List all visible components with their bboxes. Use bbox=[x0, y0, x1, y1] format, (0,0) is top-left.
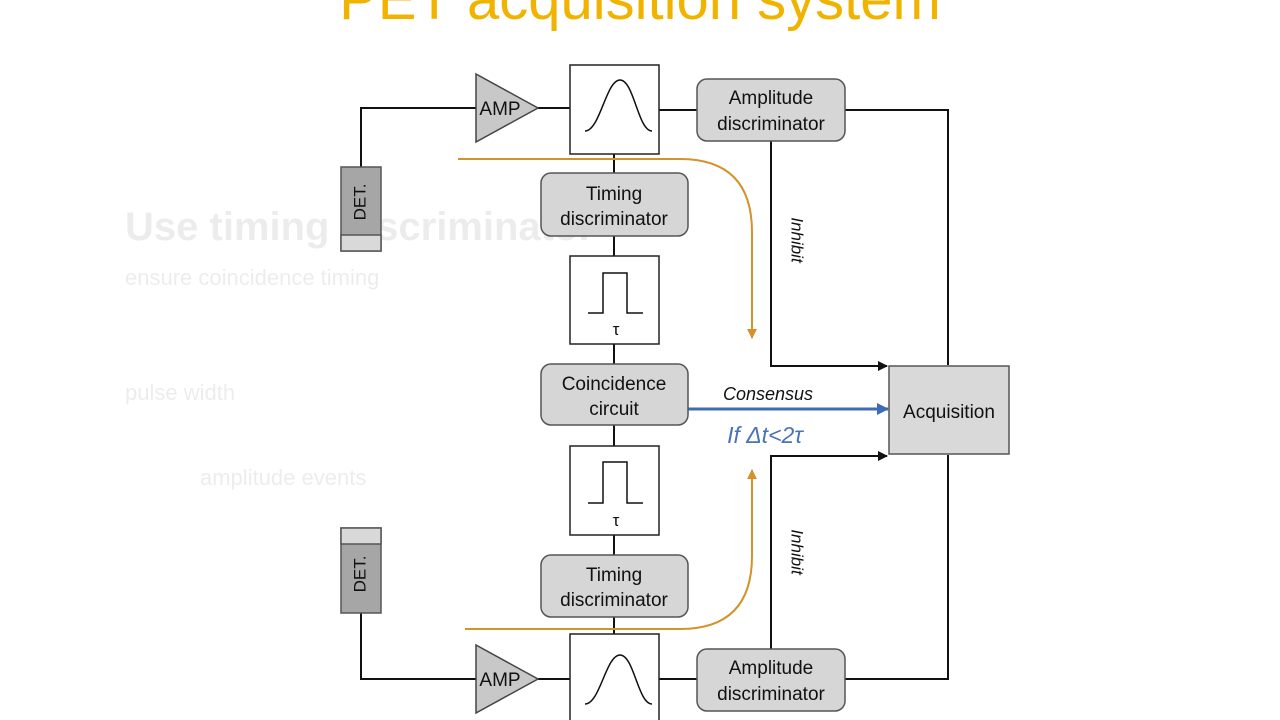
tau-label-top: τ bbox=[613, 320, 620, 339]
coincidence-circuit: Coincidence circuit bbox=[540, 363, 689, 426]
pulse-shaper-top bbox=[569, 64, 660, 155]
timing-discriminator-top-line2: discriminator bbox=[560, 209, 668, 230]
amplitude-discriminator-top: Amplitude discriminator bbox=[696, 78, 846, 142]
timing-discriminator-top-line1: Timing bbox=[586, 184, 642, 205]
ghost-line3: amplitude events bbox=[200, 465, 366, 490]
wire-amp-disc-bus-top bbox=[845, 109, 949, 365]
amplitude-discriminator-top-line1: Amplitude bbox=[729, 88, 814, 109]
tau-label-bottom: τ bbox=[613, 511, 620, 530]
amplitude-discriminator-bottom-line1: Amplitude bbox=[729, 658, 814, 679]
condition-label: If Δt<2τ bbox=[727, 422, 804, 448]
gate-generator-top: τ bbox=[569, 255, 660, 345]
wire-det-bottom-amp bbox=[360, 613, 476, 680]
signal-path-top bbox=[458, 158, 757, 339]
detector-bottom: DET. bbox=[340, 527, 382, 614]
amplifier-bottom: AMP bbox=[475, 643, 540, 715]
inhibit-arrow-top bbox=[770, 141, 888, 371]
inhibit-label-top: Inhibit bbox=[788, 217, 807, 264]
coincidence-circuit-line2: circuit bbox=[589, 399, 639, 420]
timing-discriminator-top: Timing discriminator bbox=[540, 172, 689, 237]
timing-discriminator-bottom-line1: Timing bbox=[586, 565, 642, 586]
pulse-shaper-bottom bbox=[569, 633, 660, 720]
inhibit-arrow-bottom bbox=[770, 451, 888, 650]
detector-top-label: DET. bbox=[350, 184, 369, 221]
ghost-line1: ensure coincidence timing bbox=[125, 265, 379, 290]
acquisition-box: Acquisition bbox=[888, 365, 1010, 455]
amplifier-top: AMP bbox=[475, 72, 540, 144]
consensus-label: Consensus bbox=[723, 384, 813, 404]
wire-det-top-amp bbox=[360, 107, 476, 167]
amplitude-discriminator-bottom-line2: discriminator bbox=[717, 684, 825, 705]
inhibit-label-bottom: Inhibit bbox=[788, 529, 807, 576]
signal-path-bottom bbox=[465, 469, 757, 630]
amplifier-top-label: AMP bbox=[479, 99, 520, 120]
gaussian-pulse-icon bbox=[584, 79, 653, 132]
acquisition-label: Acquisition bbox=[903, 402, 995, 423]
ghost-line2: pulse width bbox=[125, 380, 235, 405]
amplitude-discriminator-top-line2: discriminator bbox=[717, 114, 825, 135]
square-pulse-icon bbox=[588, 461, 643, 504]
detector-bottom-label: DET. bbox=[350, 556, 369, 593]
coincidence-circuit-line1: Coincidence bbox=[562, 374, 667, 395]
wire-amp-disc-bus-bottom bbox=[845, 455, 949, 680]
timing-discriminator-bottom: Timing discriminator bbox=[540, 554, 689, 618]
wires bbox=[360, 107, 949, 680]
square-pulse-icon bbox=[588, 272, 643, 314]
amplitude-discriminator-bottom: Amplitude discriminator bbox=[696, 648, 846, 712]
slide-title: PET acquisition system bbox=[0, 0, 1280, 33]
detector-top: DET. bbox=[340, 166, 382, 252]
amplifier-bottom-label: AMP bbox=[479, 670, 520, 691]
gate-generator-bottom: τ bbox=[569, 445, 660, 536]
gaussian-pulse-icon bbox=[584, 654, 653, 705]
timing-discriminator-bottom-line2: discriminator bbox=[560, 590, 668, 611]
